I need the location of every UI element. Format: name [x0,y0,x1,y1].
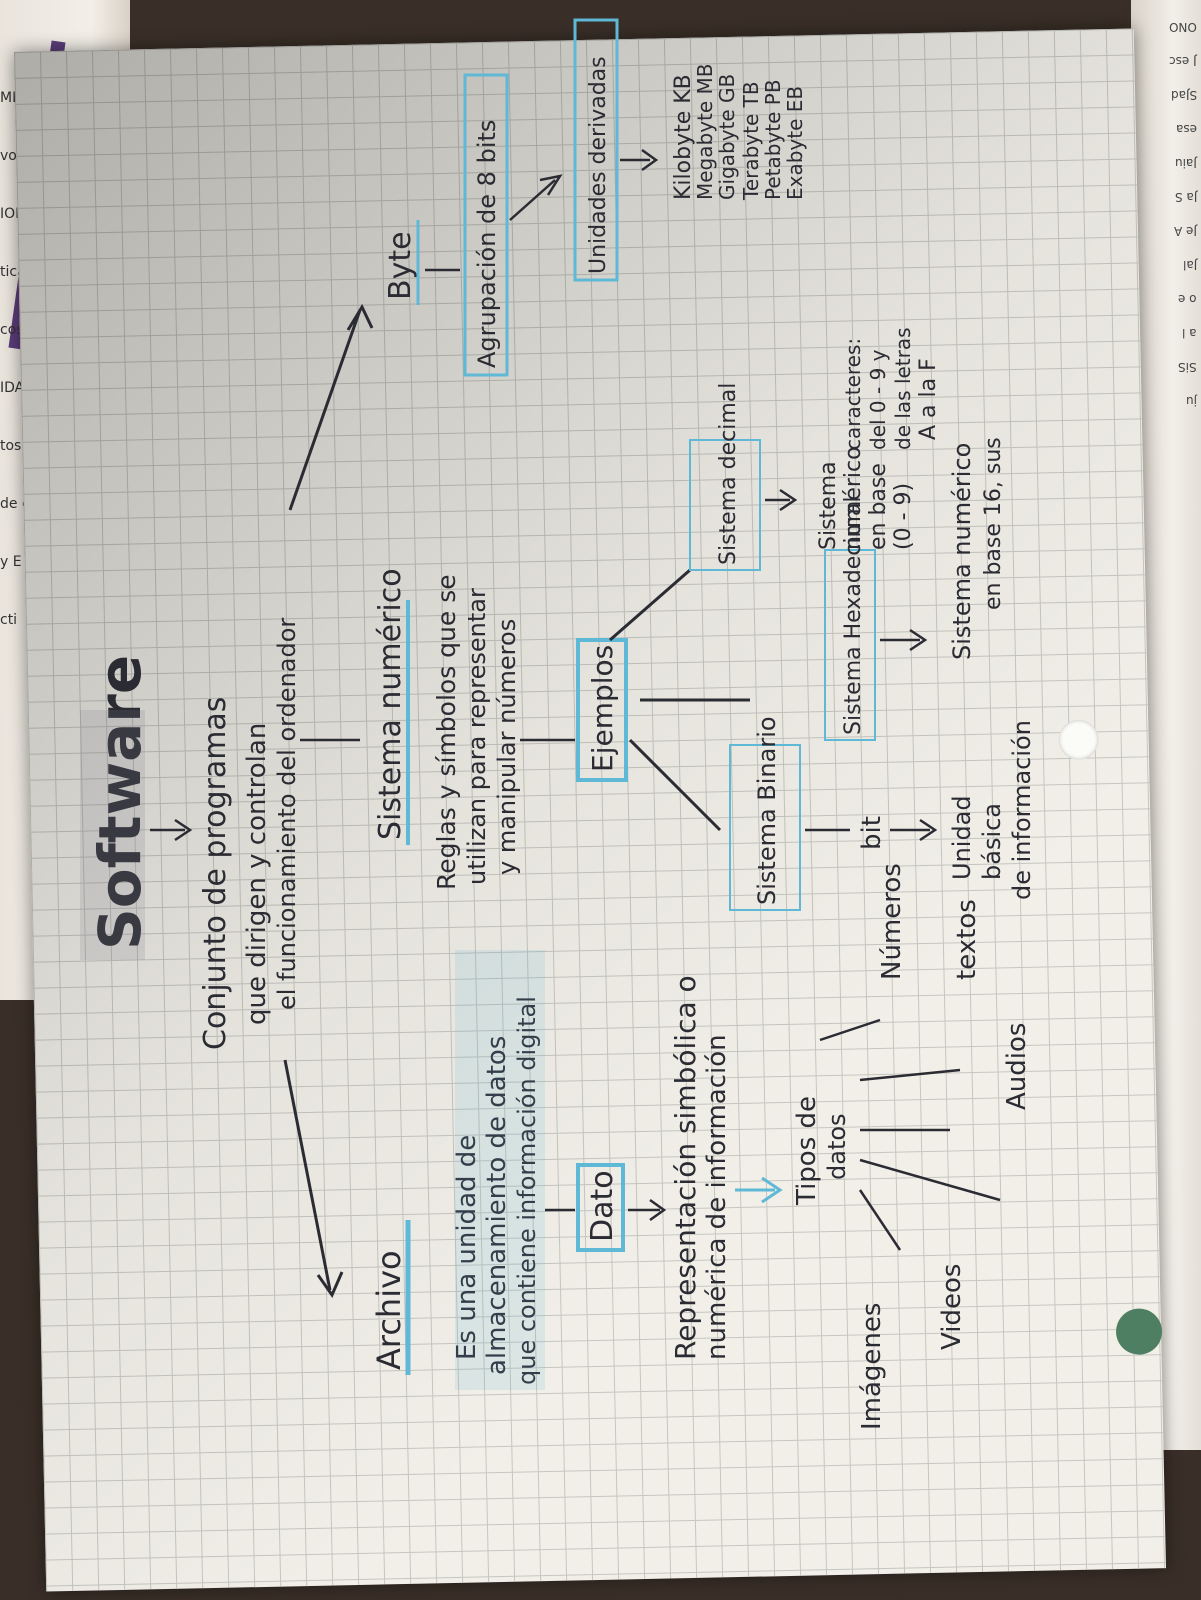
unidad-tb: Terabyte TB [739,81,763,201]
background-left-snippet: y E [0,554,22,570]
tipos-arrow [735,1176,783,1204]
byte-to-unidades-arrow [509,174,563,221]
hexadecimal-box [824,549,876,741]
unidad-kb: Kilobyte KB [671,74,696,200]
tipos-branches [819,1018,1001,1251]
byte-def-box [463,73,509,377]
ejemplos-branches [609,568,750,832]
unidad-basica-1: Unidad [948,795,976,880]
dec-desc-1: Sistema [816,461,841,550]
arrow-to-byte [288,303,374,511]
dato-label: Dato [585,1170,620,1242]
hex-desc-1: Sistema numérico [948,443,976,660]
unidad-basica-2: básica [978,803,1006,880]
binario-label: Sistema Binario [753,716,781,905]
dato-def-line-1: Representación simbólica o [669,975,702,1360]
title: Software [86,655,154,950]
software-def-line-2: que dirigen y controlan [242,723,272,1025]
byte-definition: Agrupación de 8 bits [473,120,501,368]
dato-arrow [628,1198,667,1222]
dato-box [576,1163,625,1252]
dec-desc-3: en base [866,463,891,550]
background-left-snippet: de c [0,496,30,512]
sistema-def-line-1: Reglas y símbolos que se [432,574,461,890]
binario-box [729,744,801,911]
arrow-to-archivo [283,1059,344,1299]
hex-desc-6: A a la F [916,358,941,440]
decimal-label: Sistema decimal [716,383,741,565]
software-def-line-1: Conjunto de programas [198,697,233,1050]
hex-desc-3: caracteres: [841,338,865,450]
dato-def-line-2: numérica de información [702,1034,732,1360]
hexadecimal-arrow [880,628,928,652]
tipo-textos: textos [952,899,982,980]
unidades-box [573,18,619,282]
bit-label: bit [857,816,887,850]
title-scribble [80,710,145,960]
unidades-arrow [620,148,659,172]
background-left-snippet: cti [0,612,18,628]
sistema-def-line-2: utilizan para representar [463,588,491,885]
software-def-line-3: el funcionamiento del ordenador [273,618,301,1010]
unidad-basica-3: de información [1008,720,1036,900]
dec-desc-4: (0 - 9) [891,483,916,550]
archivo-def-line-3: que contiene información digital [513,996,541,1385]
unidad-mb: Megabyte MB [693,63,717,200]
hex-desc-2: en base 16, sus [981,437,1006,610]
tipos-label-2: datos [823,1113,851,1180]
tipo-audios: Audios [1002,1023,1032,1110]
tipo-numeros: Números [877,863,907,980]
byte-label: Byte [383,231,418,300]
bit-arrow [890,818,938,842]
hex-desc-4: del 0 - 9 y [866,349,890,450]
decimal-box [689,439,761,571]
background-left-snippet: tos [0,438,22,454]
title-arrow [150,818,193,842]
unidades-label: Unidades derivadas [586,56,611,274]
background-left-snippet: IDA [0,380,25,396]
decimal-arrow [765,488,798,512]
ejemplos-label: Ejemplos [586,645,619,772]
sistema-def-line-3: y manipular números [493,619,521,875]
hexadecimal-label: Sistema Hexadecimal [841,496,866,735]
tipo-imagenes: Imágenes [857,1303,887,1430]
unidad-pb: Petabyte PB [761,79,785,200]
archivo-def-line-1: Es una unidad de [452,1135,482,1360]
hex-desc-5: de las letras [891,327,915,450]
tipo-videos: Videos [937,1264,967,1350]
dec-desc-2: numérico [841,446,866,550]
unidad-eb: Exabyte EB [783,86,807,200]
archivo-highlight [455,950,545,1390]
tipos-label-1: Tipos de [792,1096,822,1206]
sistema-numerico-label: Sistema numérico [373,568,408,840]
background-left-snippet: cos [0,322,24,338]
unidad-gb: Gigabyte GB [715,74,739,200]
archivo-def-line-2: almacenamiento de datos [482,1036,512,1375]
archivo-label: Archivo [370,1250,408,1370]
ejemplos-box [576,638,628,782]
